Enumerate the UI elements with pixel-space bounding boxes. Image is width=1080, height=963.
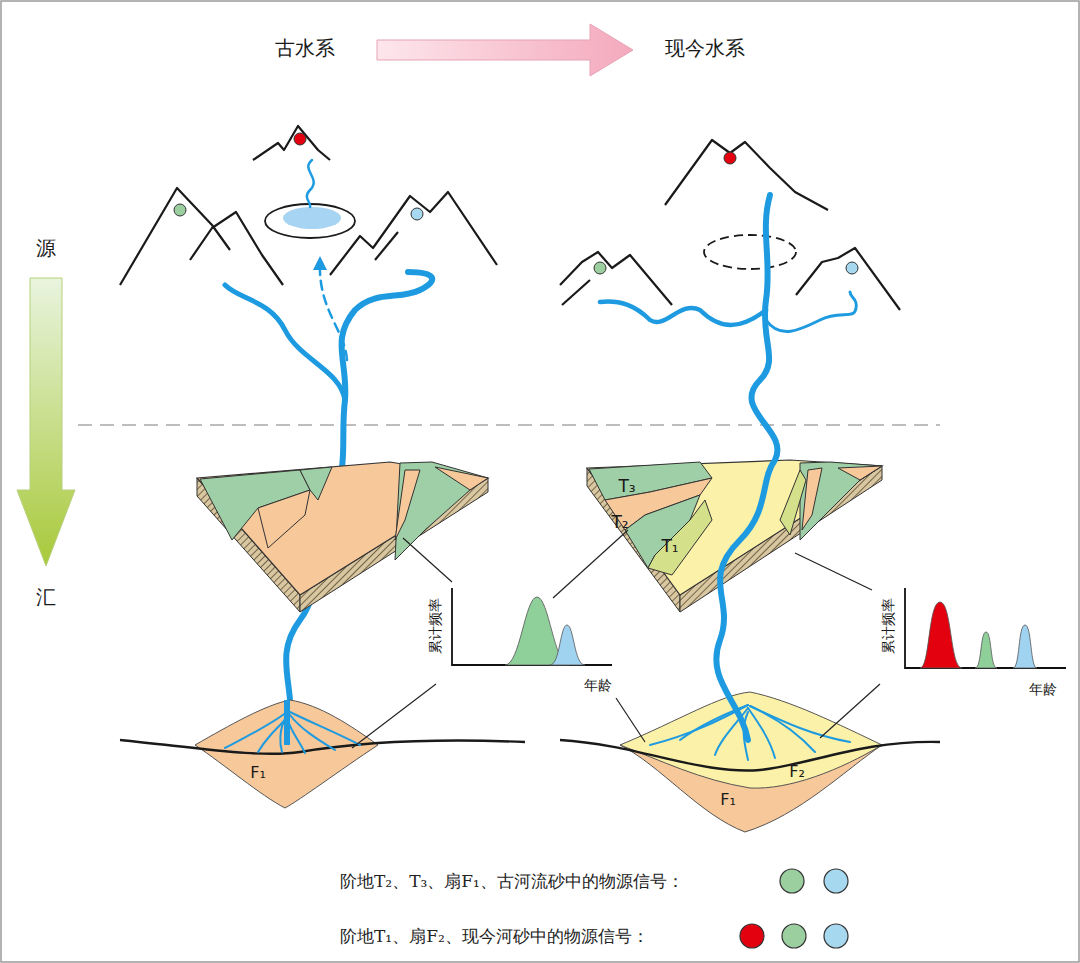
series-title: 古水系: [275, 37, 335, 59]
terrace-label: T₃: [618, 477, 635, 496]
axis-title: 累计频率: [428, 598, 443, 654]
fan-label: F₂: [789, 763, 805, 781]
fan-label: F₁: [250, 764, 266, 782]
axis-title: 累计频率: [881, 598, 896, 654]
axis-title: 年龄: [584, 678, 612, 693]
axis-title: 年龄: [1029, 682, 1057, 697]
series-title: 现今水系: [665, 37, 745, 59]
legend-text: 阶地T₁、扇F₂、现今河砂中的物源信号：: [340, 925, 649, 948]
fan-label: F₁: [720, 791, 736, 809]
legend-text: 阶地T₂、T₃、扇F₁、古河流砂中的物源信号：: [340, 870, 684, 893]
terrace-label: T₂: [611, 513, 628, 532]
axis-end: 源: [36, 237, 56, 259]
terrace-label: T₁: [661, 537, 678, 556]
axis-end: 汇: [36, 586, 56, 608]
